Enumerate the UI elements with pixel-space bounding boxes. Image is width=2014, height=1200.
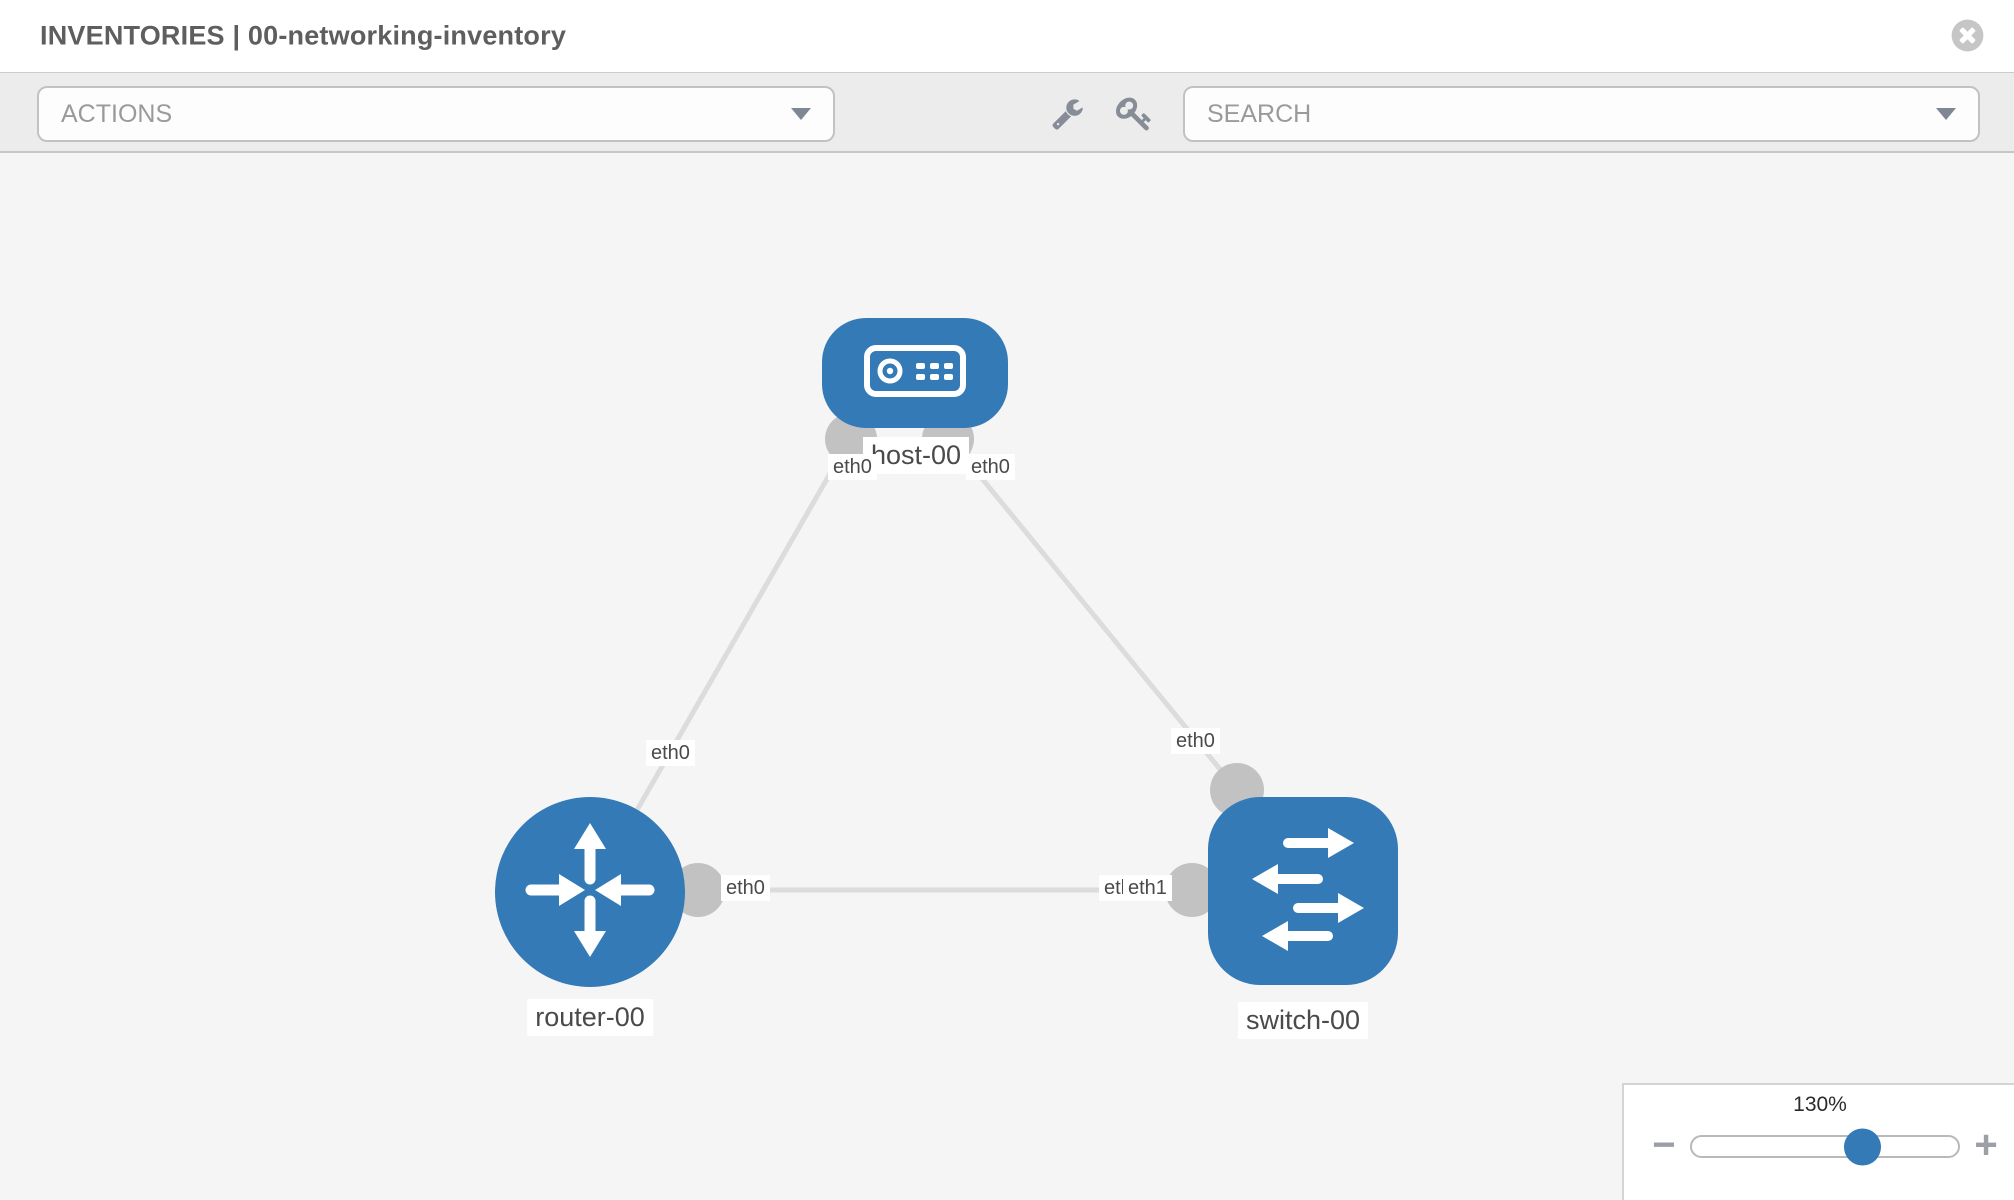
zoom-level-value: 130%: [1793, 1093, 1847, 1116]
node-label-host-00: host-00: [862, 437, 970, 474]
configure-button[interactable]: [1047, 95, 1087, 135]
credentials-button[interactable]: [1114, 95, 1154, 135]
switch-icon: [1208, 795, 1398, 988]
interface-connector: [671, 863, 725, 917]
chevron-down-icon: [791, 108, 811, 120]
node-host-00[interactable]: [822, 318, 1008, 428]
chevron-down-icon: [1936, 108, 1956, 120]
interface-label: eth0: [828, 454, 877, 480]
node-label-switch-00: switch-00: [1237, 1002, 1369, 1039]
zoom-in-button[interactable]: +: [1966, 1125, 2006, 1165]
zoom-panel: 130% − +: [1622, 1083, 2014, 1200]
host-icon: [863, 344, 967, 403]
search-dropdown-label: SEARCH: [1207, 99, 1312, 128]
toolbar: ACTIONS SEARCH: [0, 72, 2014, 153]
actions-dropdown-label: ACTIONS: [61, 99, 173, 128]
interface-connector: [1165, 863, 1219, 917]
interface-label: eth0: [966, 454, 1015, 480]
interface-label: eth0: [646, 740, 695, 766]
node-switch-00[interactable]: [1208, 797, 1398, 985]
zoom-out-button[interactable]: −: [1644, 1125, 1684, 1165]
zoom-slider-track[interactable]: [1690, 1128, 1960, 1165]
interface-label: eth0: [721, 875, 770, 901]
actions-dropdown[interactable]: ACTIONS: [37, 86, 835, 142]
search-dropdown[interactable]: SEARCH: [1183, 86, 1980, 142]
interface-label: eth0: [1171, 728, 1220, 754]
topology-canvas[interactable]: host-00 router-00 switch-00 eth0 eth0 et…: [0, 153, 2014, 1200]
close-button[interactable]: [1949, 17, 1986, 54]
close-icon: [1949, 17, 1986, 54]
wrench-icon: [1051, 97, 1084, 133]
interface-label: eth1: [1123, 875, 1172, 901]
header: INVENTORIES | 00-networking-inventory: [0, 0, 2014, 72]
node-label-router-00: router-00: [527, 999, 653, 1036]
key-icon: [1115, 95, 1153, 135]
router-icon: [495, 795, 685, 990]
node-router-00[interactable]: [495, 797, 685, 987]
topology-links-layer: [587, 413, 1264, 917]
zoom-slider-knob[interactable]: [1844, 1128, 1882, 1165]
page-title: INVENTORIES | 00-networking-inventory: [40, 20, 567, 51]
